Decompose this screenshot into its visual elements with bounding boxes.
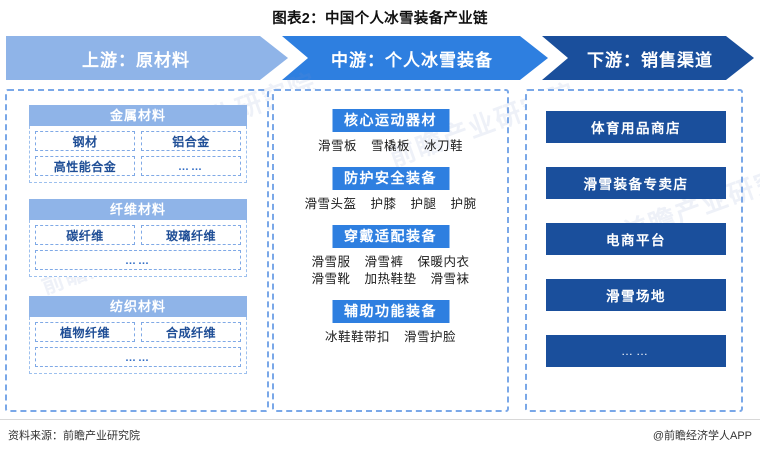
material-chip[interactable]: 合成纤维 xyxy=(141,322,241,342)
upstream-group-metal: 金属材料 钢材 铝合金 高性能合金 …… xyxy=(29,105,247,183)
equipment-item: 滑雪靴 xyxy=(311,272,351,286)
material-chip-more[interactable]: …… xyxy=(141,156,241,176)
equipment-item: 护腿 xyxy=(410,197,437,211)
equipment-item: 加热鞋垫 xyxy=(364,272,417,286)
channel-box-ski-resort[interactable]: 滑雪场地 xyxy=(546,279,726,311)
upstream-group-textile-body: 植物纤维 合成纤维 …… xyxy=(29,317,247,374)
material-chip[interactable]: 植物纤维 xyxy=(35,322,135,342)
material-chip-more[interactable]: …… xyxy=(35,250,241,270)
page-title: 图表2：中国个人冰雪装备产业链 xyxy=(272,11,488,27)
midstream-group-core-items: 滑雪板雪橇板冰刀鞋 xyxy=(274,138,507,155)
midstream-group-auxiliary-header[interactable]: 辅助功能装备 xyxy=(332,300,449,323)
equipment-item: 保暖内衣 xyxy=(417,255,470,269)
equipment-item: 雪橇板 xyxy=(370,139,410,153)
chip-row: 碳纤维 玻璃纤维 xyxy=(35,225,241,245)
material-chip[interactable]: 高性能合金 xyxy=(35,156,135,176)
midstream-group-core-header[interactable]: 核心运动器材 xyxy=(332,109,449,132)
chip-row: …… xyxy=(35,250,241,270)
equipment-item: 滑雪服 xyxy=(311,255,351,269)
midstream-panel: 前瞻产业研究院 核心运动器材 滑雪板雪橇板冰刀鞋 防护安全装备 滑雪头盔护膝护腿… xyxy=(272,77,580,412)
material-chip[interactable]: 钢材 xyxy=(35,131,135,151)
stage-arrow-midstream-label: 中游：个人冰雪装备 xyxy=(331,50,493,70)
stage-arrow-downstream[interactable]: 下游：销售渠道 xyxy=(542,36,754,80)
equipment-item: 冰刀鞋 xyxy=(424,139,464,153)
upstream-panel: 前瞻产业研究院 前瞻产业研究院 金属材料 钢材 铝合金 高性能合金 …… 纤维材… xyxy=(5,67,321,412)
stage-arrow-band: 上游：原材料 中游：个人冰雪装备 下游：销售渠道 xyxy=(6,36,754,80)
footer: 资料来源：前瞻产业研究院 @前瞻经济学人APP xyxy=(0,419,760,450)
equipment-item: 滑雪护脸 xyxy=(404,330,457,344)
material-chip[interactable]: 铝合金 xyxy=(141,131,241,151)
midstream-group-auxiliary-items: 冰鞋鞋带扣滑雪护脸 xyxy=(274,329,507,346)
equipment-item: 护腕 xyxy=(450,197,477,211)
equipment-item: 滑雪袜 xyxy=(430,272,470,286)
footer-app-credit: @前瞻经济学人APP xyxy=(652,430,752,442)
upstream-group-metal-header: 金属材料 xyxy=(29,105,247,126)
upstream-group-metal-body: 钢材 铝合金 高性能合金 …… xyxy=(29,126,247,183)
midstream-group-wearable-items-row1: 滑雪服滑雪裤保暖内衣 xyxy=(274,254,507,271)
equipment-item: 滑雪裤 xyxy=(364,255,404,269)
upstream-group-fiber: 纤维材料 碳纤维 玻璃纤维 …… xyxy=(29,199,247,277)
equipment-item: 滑雪板 xyxy=(317,139,357,153)
stage-arrow-upstream[interactable]: 上游：原材料 xyxy=(6,36,288,80)
midstream-group-wearable-items-row2: 滑雪靴加热鞋垫滑雪袜 xyxy=(274,271,507,288)
channel-box-more[interactable]: …… xyxy=(546,335,726,367)
stage-arrow-midstream[interactable]: 中游：个人冰雪装备 xyxy=(282,36,548,80)
chip-row: 高性能合金 …… xyxy=(35,156,241,176)
material-chip[interactable]: 碳纤维 xyxy=(35,225,135,245)
channel-box-ecommerce[interactable]: 电商平台 xyxy=(546,223,726,255)
midstream-group-protective-header[interactable]: 防护安全装备 xyxy=(332,167,449,190)
chip-row: 植物纤维 合成纤维 xyxy=(35,322,241,342)
channel-box-ski-specialty[interactable]: 滑雪装备专卖店 xyxy=(546,167,726,199)
chip-row: 钢材 铝合金 xyxy=(35,131,241,151)
equipment-item: 冰鞋鞋带扣 xyxy=(324,330,390,344)
stage-arrow-downstream-label: 下游：销售渠道 xyxy=(587,50,713,70)
footer-source: 资料来源：前瞻产业研究院 xyxy=(8,430,140,442)
material-chip[interactable]: 玻璃纤维 xyxy=(141,225,241,245)
chip-row: …… xyxy=(35,347,241,367)
channel-box-sports-store[interactable]: 体育用品商店 xyxy=(546,111,726,143)
upstream-group-fiber-body: 碳纤维 玻璃纤维 …… xyxy=(29,220,247,277)
equipment-item: 滑雪头盔 xyxy=(304,197,357,211)
midstream-group-wearable-header[interactable]: 穿戴适配装备 xyxy=(332,225,449,248)
upstream-group-fiber-header: 纤维材料 xyxy=(29,199,247,220)
midstream-group-protective-items: 滑雪头盔护膝护腿护腕 xyxy=(274,196,507,213)
stage-arrow-upstream-label: 上游：原材料 xyxy=(82,50,190,70)
upstream-group-textile: 纺织材料 植物纤维 合成纤维 …… xyxy=(29,296,247,374)
upstream-group-textile-header: 纺织材料 xyxy=(29,296,247,317)
equipment-item: 护膝 xyxy=(370,197,397,211)
material-chip-more[interactable]: …… xyxy=(35,347,241,367)
industry-chain-columns: 前瞻产业研究院 前瞻产业研究院 金属材料 钢材 铝合金 高性能合金 …… 纤维材… xyxy=(0,67,760,414)
downstream-panel: 前瞻产业研究院 体育用品商店 滑雪装备专卖店 电商平台 滑雪场地 …… xyxy=(525,89,760,412)
